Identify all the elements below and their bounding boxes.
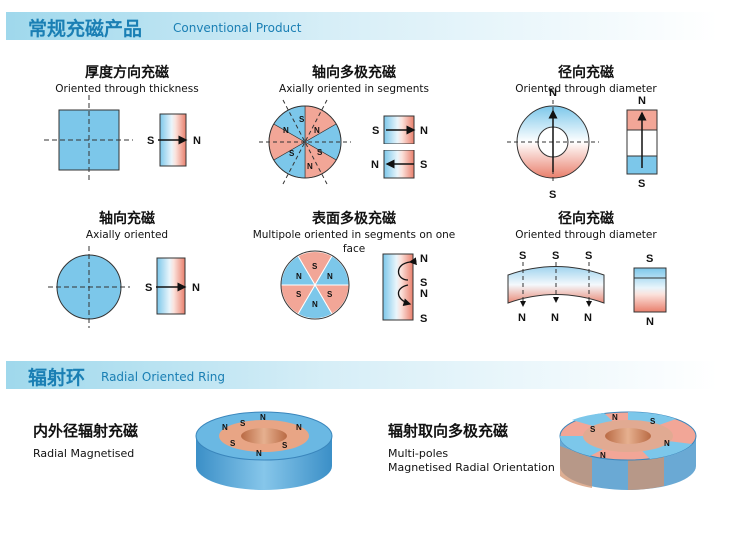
svg-text:N: N [296, 272, 302, 281]
svg-text:N: N [296, 423, 302, 432]
caption-diameter-1: 径向充磁 Oriented through diameter [515, 65, 657, 95]
svg-text:S: S [230, 439, 236, 448]
svg-text:N: N [312, 300, 318, 309]
section-title-en-2: Radial Oriented Ring [101, 370, 225, 384]
svg-text:N: N [192, 282, 200, 294]
svg-text:N: N [518, 312, 526, 324]
svg-text:S: S [646, 253, 653, 265]
axial-disc [48, 246, 130, 328]
svg-text:N: N [638, 95, 646, 107]
svg-text:S: S [312, 262, 318, 271]
svg-text:S: S [299, 115, 305, 124]
caption-thickness: 厚度方向充磁 Oriented through thickness [55, 65, 199, 95]
multipole-face-bar: N S N S [382, 253, 428, 325]
svg-text:N: N [371, 159, 379, 171]
caption-multipole-face: 表面多极充磁 Multipole oriented in segments on… [252, 211, 456, 255]
svg-text:S: S [282, 441, 288, 450]
svg-text:S: S [420, 313, 427, 325]
svg-text:N: N [600, 451, 606, 460]
arc-section-bar: S N [633, 253, 667, 328]
svg-text:N: N [327, 272, 333, 281]
svg-text:N: N [549, 87, 557, 99]
svg-text:N: N [256, 449, 262, 458]
svg-text:S: S [327, 290, 333, 299]
axial-bar: S N [145, 257, 200, 315]
svg-text:S: S [585, 250, 592, 262]
svg-text:N: N [420, 125, 428, 137]
svg-text:S: S [552, 250, 559, 262]
ring2-caption: 辐射取向多极充磁 Multi-poles Magnetised Radial O… [388, 422, 555, 474]
svg-text:N: N [307, 162, 313, 171]
caption-axial: 轴向充磁 Axially oriented [85, 211, 169, 241]
svg-text:S: S [317, 148, 323, 157]
svg-text:S: S [145, 282, 152, 294]
svg-text:N: N [612, 413, 618, 422]
radial-ring-2: N S N S N [559, 411, 697, 490]
segment-bars: S N N S [371, 115, 428, 179]
svg-text:S: S [638, 178, 645, 190]
svg-text:N: N [551, 312, 559, 324]
svg-text:N: N [260, 413, 266, 422]
label-n: N [193, 135, 201, 147]
diameter-section-bar: N S [626, 95, 658, 190]
svg-text:N: N [584, 312, 592, 324]
svg-text:N: N [646, 316, 654, 328]
section-header-radial: 辐射环 Radial Oriented Ring [6, 361, 718, 389]
svg-text:S: S [420, 159, 427, 171]
svg-text:N: N [664, 439, 670, 448]
svg-text:N: N [283, 126, 289, 135]
caption-axial-segments: 轴向多极充磁 Axially oriented in segments [279, 65, 429, 95]
svg-text:N: N [420, 288, 428, 300]
svg-text:S: S [590, 425, 596, 434]
label-s: S [147, 135, 154, 147]
square-magnet [44, 95, 133, 182]
svg-text:S: S [650, 417, 656, 426]
section-title-cn-2: 辐射环 [28, 367, 86, 389]
svg-text:S: S [549, 189, 556, 201]
svg-text:N: N [314, 126, 320, 135]
svg-text:N: N [222, 423, 228, 432]
caption-diameter-2: 径向充磁 Oriented through diameter [515, 211, 657, 241]
diameter-ring: N S [507, 87, 599, 201]
svg-text:N: N [420, 253, 428, 265]
svg-text:S: S [289, 149, 295, 158]
svg-text:S: S [372, 125, 379, 137]
radial-ring-1: N N N N S S S [195, 411, 333, 490]
svg-text:S: S [240, 419, 246, 428]
multipole-face-disc: S N S N S N [280, 250, 350, 320]
section-title-en: Conventional Product [173, 21, 302, 35]
svg-text:S: S [420, 277, 427, 289]
segmented-disc: S N S N S N [259, 99, 351, 185]
svg-text:S: S [296, 290, 302, 299]
ring1-caption: 内外径辐射充磁 Radial Magnetised [33, 422, 139, 460]
thickness-bar: S N [147, 113, 201, 167]
arc-segment: S S S N N N [507, 250, 605, 324]
section-header-conventional: 常规充磁产品 Conventional Product [6, 12, 718, 40]
section-title-cn: 常规充磁产品 [28, 18, 143, 40]
svg-text:S: S [519, 250, 526, 262]
